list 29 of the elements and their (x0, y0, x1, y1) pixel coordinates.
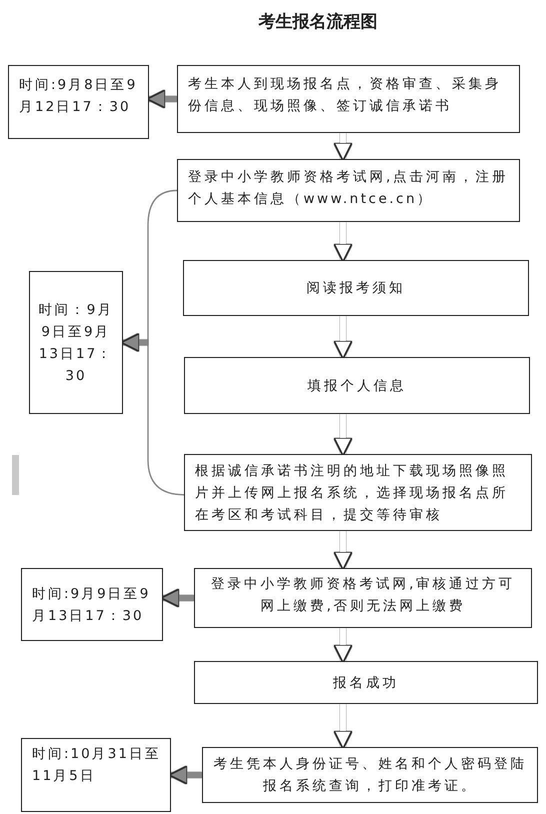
process-box (184, 454, 532, 531)
time-box (21, 568, 163, 641)
bracket-arrow (120, 190, 184, 496)
step-text: 考生本人到现场报名点，资格审查、采集身份信息、现场照像、签订诚信承诺书 (188, 75, 502, 116)
process-box (183, 260, 529, 316)
step-text: 登录中小学教师资格考试网,审核通过方可网上缴费,否则无法网上缴费 (210, 575, 516, 616)
step-text: 考生凭本人身份证号、姓名和个人密码登陆报名系统查询，打印准考证。 (212, 755, 528, 796)
block-arrow (160, 588, 194, 608)
time-box (8, 65, 149, 139)
process-box (194, 661, 538, 704)
step-text: 时间:9月9日至9月13日17：30 (32, 584, 152, 626)
step-text: 时间：9月9日至9月13日17：30 (38, 300, 114, 386)
process-box (184, 357, 530, 414)
diagram-title: 考生报名流程图 (258, 11, 378, 33)
time-box (29, 271, 123, 414)
block-arrow (146, 89, 177, 109)
step-text: 填报个人信息 (308, 376, 406, 396)
process-box (177, 159, 520, 222)
step-text: 登录中小学教师资格考试网,点击河南，注册个人基本信息（www.ntce.cn） (188, 168, 510, 208)
step-text: 阅读报考须知 (306, 279, 406, 298)
block-arrow (168, 765, 202, 785)
step-text: 时间:9月8日至9月12日17：30 (19, 76, 138, 117)
time-box (21, 738, 171, 812)
process-box (177, 65, 520, 133)
step-text: 时间:10月31日至11月5日 (32, 745, 162, 786)
step-text: 报名成功 (333, 674, 399, 692)
process-box (194, 568, 532, 628)
process-box (202, 747, 538, 803)
step-text: 根据诚信承诺书注明的地址下载现场照像照片并上传网上报名系统，选择现场报名点所在考区和考试科目，提交等待审核 (195, 462, 510, 524)
